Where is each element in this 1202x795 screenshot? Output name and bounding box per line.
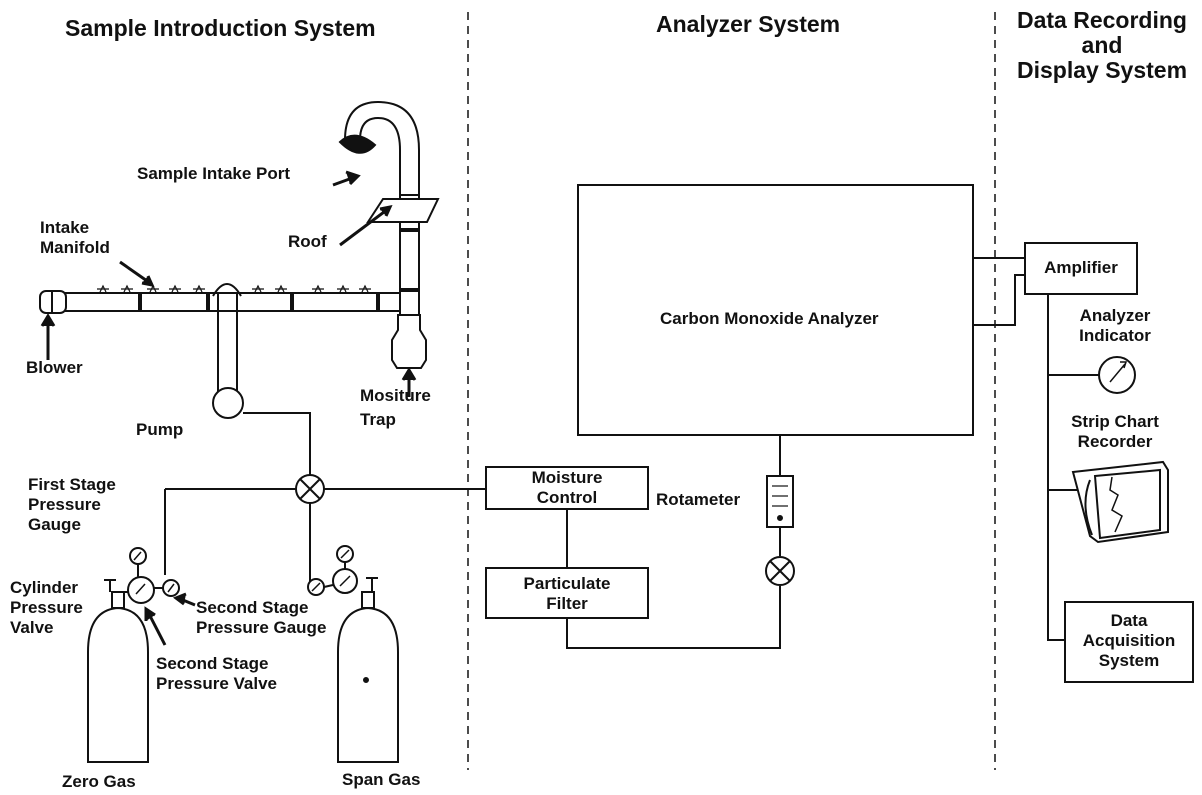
label-blower: Blower [26,358,83,377]
label-pump: Pump [136,420,184,439]
gas-lines [164,435,781,649]
label-daq: Data Acquisition System [1065,611,1193,671]
label-moisture-control: Moisture Control [486,468,648,508]
header-sample-introduction: Sample Introduction System [65,15,376,41]
label-cylinder-pressure-valve: Cylinder Pressure Valve [10,578,83,638]
label-particulate-line2: Filter [546,594,588,613]
label-first-stage-line1: First Stage [28,475,116,494]
label-second-gauge-line2: Pressure Gauge [196,618,327,637]
label-span-gas: Span Gas [342,770,421,789]
amplifier-box [1024,242,1138,295]
label-moisture-trap-line2: Trap [360,410,396,429]
label-moisture-control-line2: Control [536,488,598,507]
particulate-filter-box [485,567,649,619]
label-daq-line1: Data [1110,611,1148,630]
label-zero-gas: Zero Gas [62,772,136,791]
header-data-recording: Data Recording and Display System [1005,8,1199,83]
label-moisture-trap-line1: Mositure [360,386,431,405]
label-daq-line2: Acquisition [1082,631,1176,650]
junction-valve [295,474,325,504]
label-strip-chart-line2: Recorder [1077,432,1153,451]
span-gas-cylinder [307,545,399,763]
label-first-stage-line2: Pressure [28,495,101,514]
blower [39,290,67,314]
label-analyzer-indicator: Analyzer Indicator [1060,306,1170,346]
label-particulate-filter: Particulate Filter [486,574,648,614]
label-amplifier: Amplifier [1044,258,1118,277]
rotameter-valve [765,556,795,586]
indicator-gauge [1098,356,1136,394]
rotameter-tube [766,475,794,528]
label-co-analyzer: Carbon Monoxide Analyzer [660,309,879,328]
label-second-valve-line2: Pressure Valve [156,674,277,693]
label-moisture-trap: Mositure Trap [360,386,431,430]
label-second-stage-valve: Second Stage Pressure Valve [156,654,277,694]
pump-line [212,283,311,475]
vertical-stack [338,100,420,341]
label-intake-manifold: Intake Manifold [40,218,110,258]
label-strip-chart-line1: Strip Chart [1071,412,1159,431]
strip-chart-recorder [1071,460,1169,544]
daq-box [1064,601,1194,683]
label-intake-line2: Manifold [40,238,110,257]
co-analyzer-box [577,184,974,436]
header-analyzer-system: Analyzer System [656,11,841,37]
header-data-recording-line2: and [1081,32,1123,58]
label-first-stage-gauge: First Stage Pressure Gauge [28,475,116,535]
roof-plate [366,198,440,223]
label-second-valve-line1: Second Stage [156,654,269,673]
label-rotameter: Rotameter [656,490,741,509]
header-data-recording-line1: Data Recording [1017,7,1187,33]
moisture-control-box [485,466,649,510]
label-analyzer-ind-line1: Analyzer [1079,306,1151,325]
label-roof: Roof [288,232,327,251]
label-analyzer-ind-line2: Indicator [1079,326,1151,345]
zero-gas-cylinder [87,547,180,763]
label-cylinder-line3: Valve [10,618,54,637]
label-particulate-line1: Particulate [523,574,611,593]
label-sample-intake-port: Sample Intake Port [137,164,291,183]
label-cylinder-line2: Pressure [10,598,83,617]
moisture-trap-body [391,314,427,369]
label-first-stage-line3: Gauge [28,515,81,534]
label-strip-chart: Strip Chart Recorder [1055,412,1175,452]
label-second-gauge-line1: Second Stage [196,598,309,617]
label-intake-line1: Intake [40,218,90,237]
header-data-recording-line3: Display System [1016,57,1188,83]
label-moisture-control-line1: Moisture [531,468,603,487]
pointer-arrows [40,170,417,646]
label-second-stage-gauge: Second Stage Pressure Gauge [196,598,326,638]
label-cylinder-line1: Cylinder [10,578,79,597]
label-daq-line3: System [1098,651,1160,670]
